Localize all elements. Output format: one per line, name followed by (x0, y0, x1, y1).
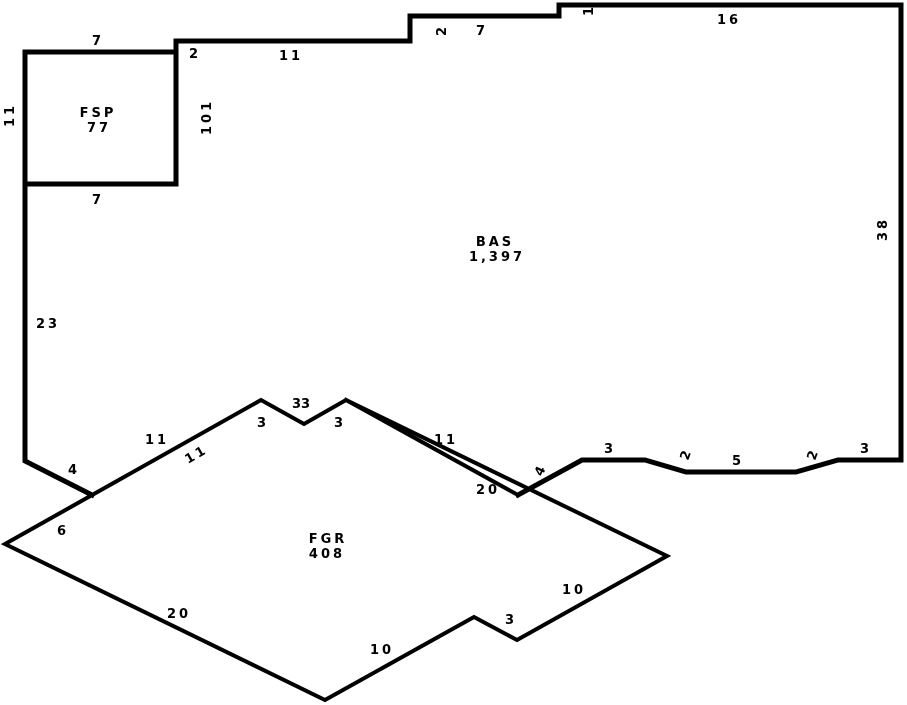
dim-bottom-5: 5 (732, 454, 744, 469)
fgr-area: 408 (309, 547, 345, 562)
dim-bottom-3a: 3 (604, 442, 616, 457)
dim-notch-3b: 3 (334, 416, 346, 431)
fsp-area: 77 (87, 121, 111, 136)
dim-bottom-2b: 2 (805, 446, 823, 462)
dim-right-38: 38 (876, 217, 891, 241)
dim-fsp-left: 11 (3, 103, 18, 127)
dim-diag-11c: 11 (434, 433, 458, 448)
fgr-code: FGR (309, 532, 348, 547)
dim-left-23: 23 (36, 317, 60, 332)
dim-top-2a: 2 (189, 47, 201, 62)
dim-fsp-top: 7 (92, 34, 104, 49)
dim-notch-3a: 3 (257, 416, 269, 431)
dim-top-7: 7 (476, 24, 488, 39)
dim-diag-4a: 4 (68, 463, 80, 478)
dim-bottom-2a: 2 (678, 446, 696, 462)
dim-fsp-right: 101 (200, 99, 215, 135)
fsp-code: FSP (80, 106, 117, 121)
bas-code: BAS (476, 235, 514, 250)
dim-notch-33: 33 (292, 397, 310, 412)
fgr-outline (0, 397, 672, 703)
dim-top-1: 1 (582, 4, 597, 16)
dim-diag-11b: 11 (183, 442, 211, 467)
bas-area: 1,397 (469, 250, 525, 265)
dim-fgr-10a: 10 (370, 643, 394, 658)
dim-top-16: 16 (717, 13, 741, 28)
dim-diag-4b: 4 (532, 461, 551, 478)
dim-fgr-3: 3 (505, 613, 517, 628)
dim-fgr-20b: 20 (167, 607, 191, 622)
fgr-inner-diagonal (343, 397, 521, 498)
dim-fgr-20a: 20 (476, 483, 500, 498)
dim-fgr-6: 6 (57, 524, 69, 539)
dim-diag-11a: 11 (145, 433, 169, 448)
dim-bottom-3b: 3 (860, 442, 872, 457)
dim-fsp-bottom: 7 (92, 193, 104, 208)
dim-top-11: 11 (279, 49, 303, 64)
dim-top-2b: 2 (435, 24, 450, 36)
dim-fgr-10b: 10 (562, 583, 586, 598)
bas-outline (22, 2, 904, 499)
